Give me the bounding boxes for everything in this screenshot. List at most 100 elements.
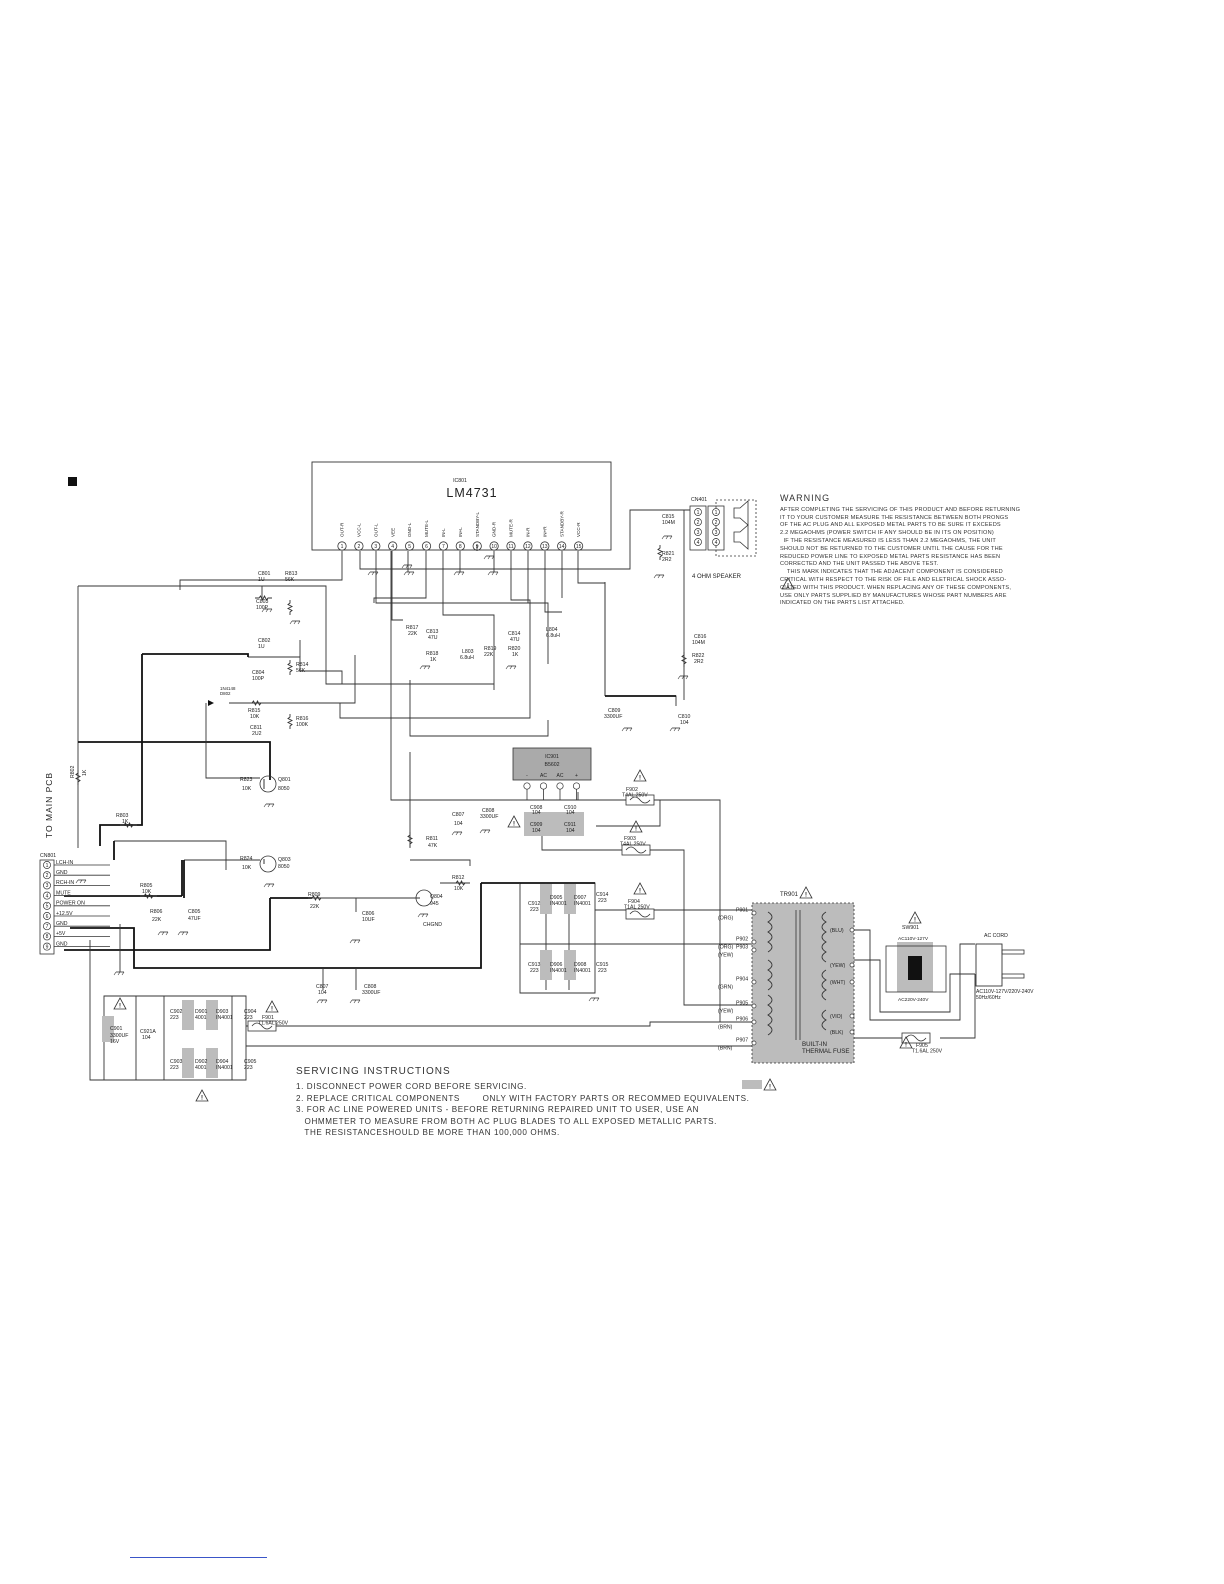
ic801-pin-name: IN-L	[441, 528, 446, 537]
transformer-pin	[849, 1013, 855, 1019]
c908-value: 104	[532, 810, 541, 816]
ground-icon	[316, 999, 328, 1004]
c914-value: 223	[598, 898, 607, 904]
c801-label: C801	[258, 571, 271, 577]
c808-label: C808	[364, 984, 377, 990]
transformer-wire-color: (BRN)	[718, 1025, 733, 1031]
ground-icon	[367, 571, 379, 576]
r816-value: 100K	[296, 722, 309, 728]
d908-value: IN4001	[574, 968, 591, 974]
ic801-pin-name: VCC-R	[576, 522, 581, 537]
c811-label: C811	[250, 725, 262, 731]
c905-value: 223	[244, 1065, 253, 1071]
warning-icon	[265, 1000, 279, 1013]
ac-plug-icon	[975, 943, 1003, 987]
cn801-pin	[43, 922, 51, 931]
ic801-pin	[438, 541, 448, 551]
d901-label: D901	[195, 1009, 208, 1015]
ic801-pin-number: 2	[358, 544, 361, 550]
q804-value: 945	[430, 901, 439, 907]
c910-label: C910	[564, 805, 577, 811]
transformer-pin-label: P903	[736, 945, 748, 951]
c808b-value: 3300UF	[480, 814, 498, 820]
transformer-pin-label: P907	[736, 1038, 748, 1044]
c806-label: C806	[362, 911, 375, 917]
r813-value: 56K	[285, 577, 295, 583]
cn801-pin	[43, 932, 51, 941]
cn801-pin-number: 9	[46, 944, 49, 950]
l803-value: 6.8uH	[460, 655, 474, 661]
ground-icon	[505, 665, 517, 670]
r809-value: 22K	[310, 904, 320, 910]
c804-value: 100P	[252, 676, 265, 682]
ic801-pin-number: 11	[508, 544, 513, 550]
ic801-pin	[573, 541, 584, 551]
cn801-pin-label: MUTE	[56, 890, 71, 896]
cn801-pin-number: 8	[46, 934, 49, 940]
ground-icon	[661, 535, 673, 540]
cn401-pin-number: 4	[715, 540, 718, 546]
c904-label: C904	[244, 1009, 257, 1015]
ground-icon	[677, 675, 689, 680]
r816-label: R816	[296, 716, 309, 722]
ic801-pin	[540, 541, 550, 551]
ground-icon	[419, 665, 431, 670]
cn401-pin-number: 3	[697, 530, 700, 536]
r822-label: R822	[692, 653, 705, 659]
ic801-pin-number: 7	[442, 544, 445, 550]
cn401-pin	[712, 528, 720, 536]
ground-icon	[479, 829, 491, 834]
r805-label: R805	[140, 883, 153, 889]
r821-value: 2R2	[662, 557, 672, 563]
ic801-pin	[371, 541, 381, 551]
ic801-pin-name: IN-R	[526, 527, 531, 537]
cn801-pin	[43, 891, 51, 900]
fuse-ref: F902	[626, 787, 638, 793]
cn801-pin	[43, 942, 51, 951]
cn401-pin	[712, 538, 720, 546]
cn401-pin	[694, 508, 702, 516]
c902-label: C902	[170, 1009, 183, 1015]
r806-label: R806	[150, 909, 163, 915]
c913-value: 223	[530, 968, 539, 974]
cn401-pin-number: 1	[715, 510, 718, 516]
transformer-pin	[849, 962, 855, 968]
c807b-label: C807	[452, 812, 465, 818]
section-bullet	[68, 477, 77, 486]
warning-icon	[763, 1078, 777, 1091]
c808-value: 3300UF	[362, 990, 380, 996]
transformer-pin	[751, 910, 757, 916]
r817-value: 22K	[408, 631, 418, 637]
transformer-wire-color: (YEW)	[718, 953, 734, 959]
ic801-pin-number: 4	[391, 544, 394, 550]
transformer-pin	[751, 1040, 757, 1046]
cn401-pin-number: 4	[697, 540, 700, 546]
warning-icon	[799, 886, 813, 899]
transformer-wire-color: (YEW)	[718, 1009, 734, 1015]
transformer-pin	[751, 1019, 757, 1025]
speaker-label: 4 OHM SPEAKER	[692, 574, 742, 580]
ground-icon	[289, 620, 301, 625]
ground-icon	[349, 999, 361, 1004]
ground-icon	[487, 571, 499, 576]
cn801-pin-label: +5V	[56, 931, 66, 937]
q803-value: 8050	[278, 864, 290, 870]
transistor-icon	[259, 855, 277, 873]
ic901-pin	[539, 782, 548, 790]
c806-value: 10UF	[362, 917, 375, 923]
critical-shading	[102, 812, 933, 1089]
c910-value: 104	[566, 810, 575, 816]
r809-label: R809	[308, 892, 321, 898]
ic801-pin-number: 13	[542, 544, 548, 550]
ic801-pin	[354, 541, 364, 551]
c803-value: 100P	[256, 605, 269, 611]
cn401-pin	[694, 538, 702, 546]
transformer-pin-label: P906	[736, 1017, 748, 1023]
ic801-pin-name: MUTE-R	[509, 518, 514, 537]
sw901-bottom-label: AC220V-240V	[898, 997, 929, 1003]
c805-value: 47UF	[188, 916, 201, 922]
c804-label: C804	[252, 670, 265, 676]
c921a-label: C921A	[140, 1029, 156, 1035]
